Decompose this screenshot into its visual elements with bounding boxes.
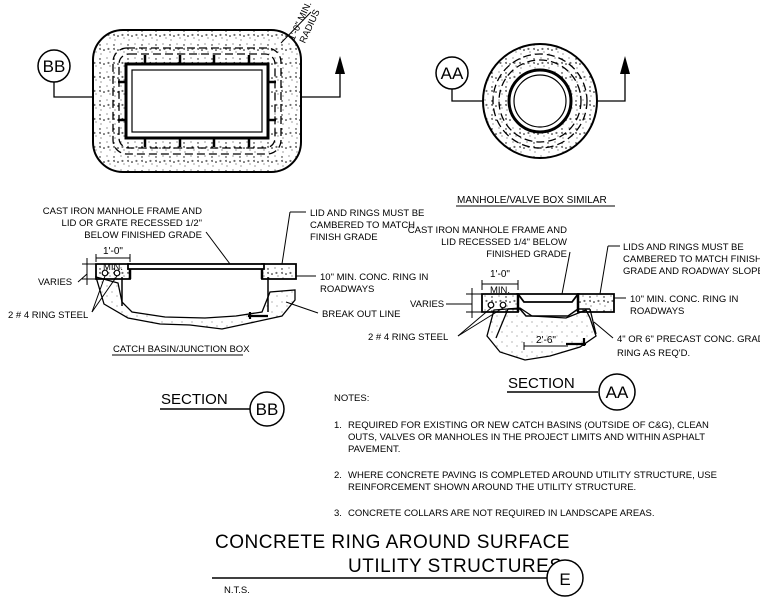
title-block: CONCRETE RING AROUND SURFACE UTILITY STR… xyxy=(212,532,584,597)
conc-ring-right-aa xyxy=(577,293,615,313)
section-arrow-bb xyxy=(335,56,345,74)
dim-width-aa: 1'-0" xyxy=(490,269,510,280)
note-2-line1: WHERE CONCRETE PAVING IS COMPLETED AROUN… xyxy=(348,470,717,481)
ring-steel-bar-bb-1 xyxy=(101,269,109,277)
lid-note-bb-1: LID AND RINGS MUST BE xyxy=(310,208,424,219)
title-line1: CONCRETE RING AROUND SURFACE xyxy=(215,532,570,553)
cut-line-left-bb xyxy=(53,82,93,98)
plan-bb: BB 1'-0" MIN. RADIUS xyxy=(37,0,345,173)
varies-label-bb: VARIES xyxy=(38,277,72,288)
break-out-soil-bb xyxy=(95,276,296,330)
dim-min-bb: MIN. xyxy=(103,262,123,273)
dim-inner-aa: 2'-6" xyxy=(536,335,556,346)
note-1-num: 1. xyxy=(334,420,342,431)
section-label-aa: SECTION xyxy=(508,375,575,392)
frame-note-aa-3: FINISHED GRADE xyxy=(486,249,567,260)
lids-note-aa-1: LIDS AND RINGS MUST BE xyxy=(623,242,744,253)
section-aa-bubble-label: AA xyxy=(606,383,629,402)
title-line2: UTILITY STRUCTURES xyxy=(348,556,563,577)
frame-leader-bb xyxy=(205,231,231,265)
note-1-line2: OUTS, VALVES OR MANHOLES IN THE PROJECT … xyxy=(348,432,705,443)
caption-bb: CATCH BASIN/JUNCTION BOX xyxy=(113,344,250,355)
dim-width-bb: 1'-0" xyxy=(103,246,123,257)
ring-steel-inner xyxy=(118,53,276,149)
ring-conc-bb-2: ROADWAYS xyxy=(320,284,374,295)
ring-conc-aa-1: 10" MIN. CONC. RING IN xyxy=(630,294,739,305)
frame-note-bb-2: LID OR GRATE RECESSED 1/2" xyxy=(62,218,202,229)
frame-note-bb-3: BELOW FINISHED GRADE xyxy=(84,230,202,241)
notes: NOTES: 1. REQUIRED FOR EXISTING OR NEW C… xyxy=(334,393,717,519)
lids-leader-aa xyxy=(599,245,609,295)
grate-bb xyxy=(131,69,263,133)
frame-anchors xyxy=(118,55,276,147)
plan-aa: AA MANHOLE/VALVE BOX SIMILAR xyxy=(435,43,630,207)
ring-steel-outer xyxy=(112,47,282,155)
note-1-line1: REQUIRED FOR EXISTING OR NEW CATCH BASIN… xyxy=(348,420,709,431)
ring-steel-bar-aa-2 xyxy=(499,301,507,309)
cut-line-left-aa xyxy=(451,89,483,102)
section-label-bb: SECTION xyxy=(161,391,228,408)
lids-note-aa-2: CAMBERED TO MATCH FINISHED xyxy=(623,254,760,265)
detail-bubble xyxy=(546,559,584,597)
notes-heading: NOTES: xyxy=(334,393,369,404)
lid-note-bb-3: FINISH GRADE xyxy=(310,232,378,243)
scale-note: N.T.S. xyxy=(224,585,250,596)
frame-note-aa-1: CAST IRON MANHOLE FRAME AND xyxy=(408,225,567,236)
ring-steel-inner-aa xyxy=(498,59,582,143)
plan-aa-caption: MANHOLE/VALVE BOX SIMILAR xyxy=(457,195,607,206)
section-bb-bubble xyxy=(249,391,285,427)
break-out-label: BREAK OUT LINE xyxy=(322,309,401,320)
section-bb: 1'-0" MIN. VARIES 2 # 4 RING STEEL CAST … xyxy=(8,206,429,427)
note-2-line2: REINFORCEMENT SHOWN AROUND THE UTILITY S… xyxy=(348,482,636,493)
plan-aa-bubble-label: AA xyxy=(441,64,464,83)
dim-min-aa: MIN. xyxy=(490,285,510,296)
note-2-num: 2. xyxy=(334,470,342,481)
ring-conc-aa-2: ROADWAYS xyxy=(630,306,684,317)
conc-ring-right-bb xyxy=(261,263,297,280)
varies-label-aa: VARIES xyxy=(410,299,444,310)
section-arrow-aa xyxy=(620,56,630,74)
lid-note-bb-2: CAMBERED TO MATCH xyxy=(310,220,415,231)
lid-aa xyxy=(513,74,567,128)
ring-steel-outer-aa xyxy=(492,53,588,149)
section-aa-bubble xyxy=(598,373,636,411)
section-bb-bubble-label: BB xyxy=(256,400,279,419)
note-3-num: 3. xyxy=(334,508,342,519)
radius-leader xyxy=(280,11,312,44)
lid-section-aa xyxy=(516,293,580,303)
ring-steel-label-aa: 2 # 4 RING STEEL xyxy=(368,332,448,343)
plan-bb-bubble-label: BB xyxy=(43,57,66,76)
precast-note-aa-2: RING AS REQ'D. xyxy=(617,348,690,359)
cut-line-right-bb xyxy=(301,68,341,98)
ring-steel-label-bb: 2 # 4 RING STEEL xyxy=(8,310,88,321)
section-aa: 1'-0" MIN. VARIES 2 # 4 RING STEEL 2'-6"… xyxy=(368,225,760,411)
precast-note-aa-1: 4" OR 6" PRECAST CONC. GRADE xyxy=(617,334,760,345)
frame-note-bb-1: CAST IRON MANHOLE FRAME AND xyxy=(43,206,202,217)
note-3-line1: CONCRETE COLLARS ARE NOT REQUIRED IN LAN… xyxy=(348,508,655,519)
ring-conc-bb-1: 10" MIN. CONC. RING IN xyxy=(320,272,429,283)
grate-section-bb xyxy=(127,263,265,270)
lids-note-aa-3: GRADE AND ROADWAY SLOPE xyxy=(623,266,760,277)
cut-line-right-aa xyxy=(597,70,626,102)
note-1-line3: PAVEMENT. xyxy=(348,444,400,455)
ring-steel-bar-bb-2 xyxy=(113,269,121,277)
ring-steel-bar-aa-1 xyxy=(487,301,495,309)
lid-leader-bb xyxy=(281,211,291,265)
frame-note-aa-2: LID RECESSED 1/4" BELOW xyxy=(441,237,567,248)
frame-leader-aa xyxy=(561,251,571,295)
detail-bubble-label: E xyxy=(559,570,570,589)
